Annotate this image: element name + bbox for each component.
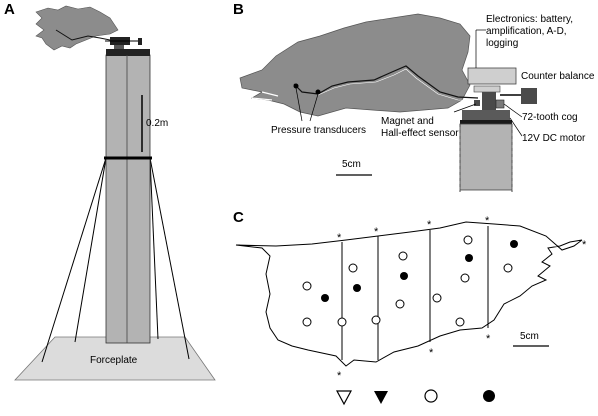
leaf-a-wire — [55, 29, 111, 41]
transducer-leader — [309, 93, 319, 122]
pressure-transducers-label: Pressure transducers — [271, 125, 366, 136]
leaf-b-lobe-lines — [251, 91, 279, 101]
legend-open-triangle — [335, 390, 353, 406]
cog-label: 72-tooth cog — [522, 112, 578, 123]
electronics-box — [467, 67, 517, 85]
motor-flange — [460, 120, 512, 124]
forceplate-label: Forceplate — [90, 355, 138, 366]
scale-label-b: 5cm — [342, 159, 361, 170]
mount-a-nut — [138, 38, 142, 45]
cog — [495, 99, 505, 109]
motor-leader — [509, 117, 523, 137]
filled-dot — [321, 294, 329, 302]
asterisk: * — [337, 370, 342, 382]
open-dot — [371, 315, 381, 325]
magnet-block — [474, 100, 480, 106]
scale-label-a: 0.2m — [146, 118, 168, 129]
transducer-dot — [315, 89, 321, 95]
electronics-label-1: Electronics: battery, — [486, 14, 573, 25]
open-dot — [455, 317, 465, 327]
leaf-a — [35, 5, 119, 51]
cog-housing — [482, 92, 496, 110]
asterisk: * — [582, 239, 587, 251]
magnet-label-2: Hall-effect sensor — [381, 128, 459, 139]
asterisk: * — [374, 226, 379, 238]
asterisk: * — [427, 219, 432, 231]
legend-open-circle — [424, 389, 438, 403]
panel-label-a: A — [4, 1, 15, 18]
cog-leader — [503, 103, 523, 118]
transducer-leader — [295, 87, 303, 122]
filled-dot — [510, 240, 518, 248]
open-dot — [398, 251, 408, 261]
legend-filled-circle — [483, 390, 495, 402]
magnet-label-1: Magnet and — [381, 116, 434, 127]
open-dot — [337, 317, 347, 327]
pole-top — [106, 49, 150, 56]
open-dot — [395, 299, 405, 309]
electronics-label-3: logging — [486, 38, 518, 49]
pole-b — [459, 123, 513, 191]
guy-wires — [41, 157, 190, 363]
filled-dot — [353, 284, 361, 292]
mount-a-base — [114, 45, 124, 49]
leaf-outline-c — [235, 221, 583, 367]
scale-label-c: 5cm — [520, 331, 539, 342]
leaf-b — [239, 13, 471, 117]
magnet-leader — [453, 103, 477, 113]
open-dot — [432, 293, 442, 303]
filled-dot — [400, 272, 408, 280]
leaf-b-wire-highlight — [317, 68, 479, 102]
filled-dot — [465, 254, 473, 262]
panel-label-b: B — [233, 1, 244, 18]
open-dot — [503, 263, 513, 273]
transducer-dot — [293, 83, 299, 89]
counter-balance-label: Counter balance — [521, 71, 595, 82]
panel-label-c: C — [233, 209, 244, 226]
counter-balance — [521, 88, 537, 104]
motor-label: 12V DC motor — [522, 133, 586, 144]
motor — [462, 110, 510, 120]
asterisk: * — [429, 347, 434, 359]
open-dot — [348, 263, 358, 273]
electronics-label-2: amplification, A-D, — [486, 26, 567, 37]
asterisk: * — [486, 333, 491, 345]
sensor-dots — [302, 235, 518, 327]
leaf-b-wire — [293, 65, 479, 99]
open-dot — [463, 235, 473, 245]
open-dot — [302, 317, 312, 327]
open-dot — [302, 281, 312, 291]
pole — [105, 54, 151, 344]
open-dot — [460, 273, 470, 283]
legend-filled-triangle — [374, 391, 388, 404]
asterisk: * — [485, 215, 490, 227]
cog-plate — [473, 85, 501, 93]
leaf-section-lines — [341, 226, 489, 360]
asterisk: * — [337, 232, 342, 244]
